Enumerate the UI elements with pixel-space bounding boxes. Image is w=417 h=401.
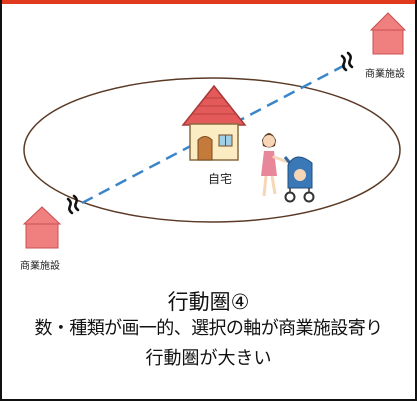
- caption-line-2: 行動圏が大きい: [145, 348, 272, 369]
- commercial-facility-icon-top-right: [369, 12, 407, 55]
- caption-line-1: 数・種類が画一的、選択の軸が商業施設寄り: [34, 318, 384, 339]
- commercial-facility-icon-bottom-left: [22, 206, 62, 249]
- break-mark-top-right: [340, 51, 354, 72]
- commercial-label-bottom-left: 商業施設: [20, 259, 60, 272]
- house-icon: [181, 84, 247, 161]
- commercial-label-top-right: 商業施設: [365, 67, 405, 80]
- break-mark-bottom-left: [66, 194, 80, 215]
- diagram-title: 行動圏④: [167, 290, 250, 314]
- home-label: 自宅: [208, 171, 232, 186]
- route-dashed-line: [81, 62, 348, 205]
- top-accent-bar: [2, 0, 415, 4]
- parent-with-stroller-icon: [261, 133, 315, 203]
- action-range-ellipse: [23, 77, 401, 223]
